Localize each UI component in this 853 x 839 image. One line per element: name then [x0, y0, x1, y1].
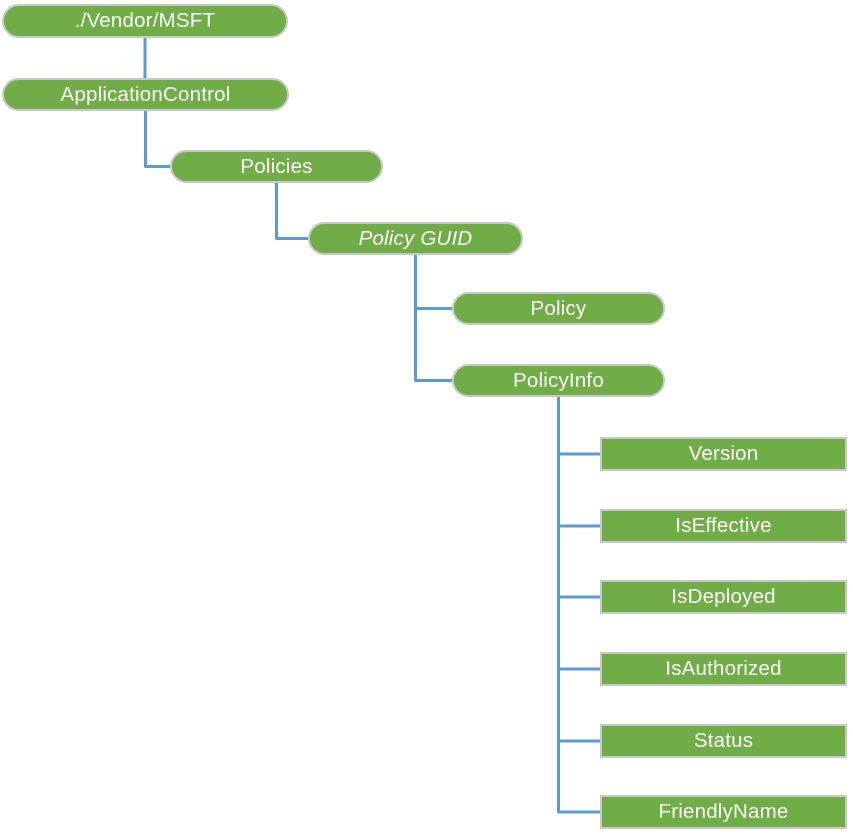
connector-policies-to-policy-guid	[275, 183, 308, 240]
tree-node-policies: Policies	[170, 150, 383, 183]
tree-node-policy-info: PolicyInfo	[452, 364, 665, 397]
tree-node-application-control: ApplicationControl	[2, 78, 289, 111]
connector-policy-info-to-is-deployed	[557, 397, 600, 599]
tree-node-is-effective: IsEffective	[600, 509, 847, 543]
connector-policy-info-to-is-effective	[557, 397, 600, 528]
tree-node-is-authorized: IsAuthorized	[600, 652, 847, 686]
connector-policy-info-to-version	[557, 397, 600, 456]
tree-node-policy: Policy	[452, 292, 665, 325]
tree-node-status: Status	[600, 724, 847, 758]
tree-node-friendly-name: FriendlyName	[600, 795, 847, 829]
tree-node-policy-guid: Policy GUID	[308, 222, 523, 255]
tree-node-vendor-msft: ./Vendor/MSFT	[2, 4, 288, 38]
connector-application-control-to-policies	[144, 111, 170, 168]
connector-policy-guid-to-policy-info	[414, 255, 452, 382]
connector-policy-guid-to-policy	[414, 255, 452, 310]
tree-node-version: Version	[600, 437, 847, 471]
connector-policy-info-to-friendly-name	[557, 397, 600, 814]
tree-node-is-deployed: IsDeployed	[600, 580, 847, 614]
connector-policy-info-to-status	[557, 397, 600, 743]
connector-policy-info-to-is-authorized	[557, 397, 600, 671]
